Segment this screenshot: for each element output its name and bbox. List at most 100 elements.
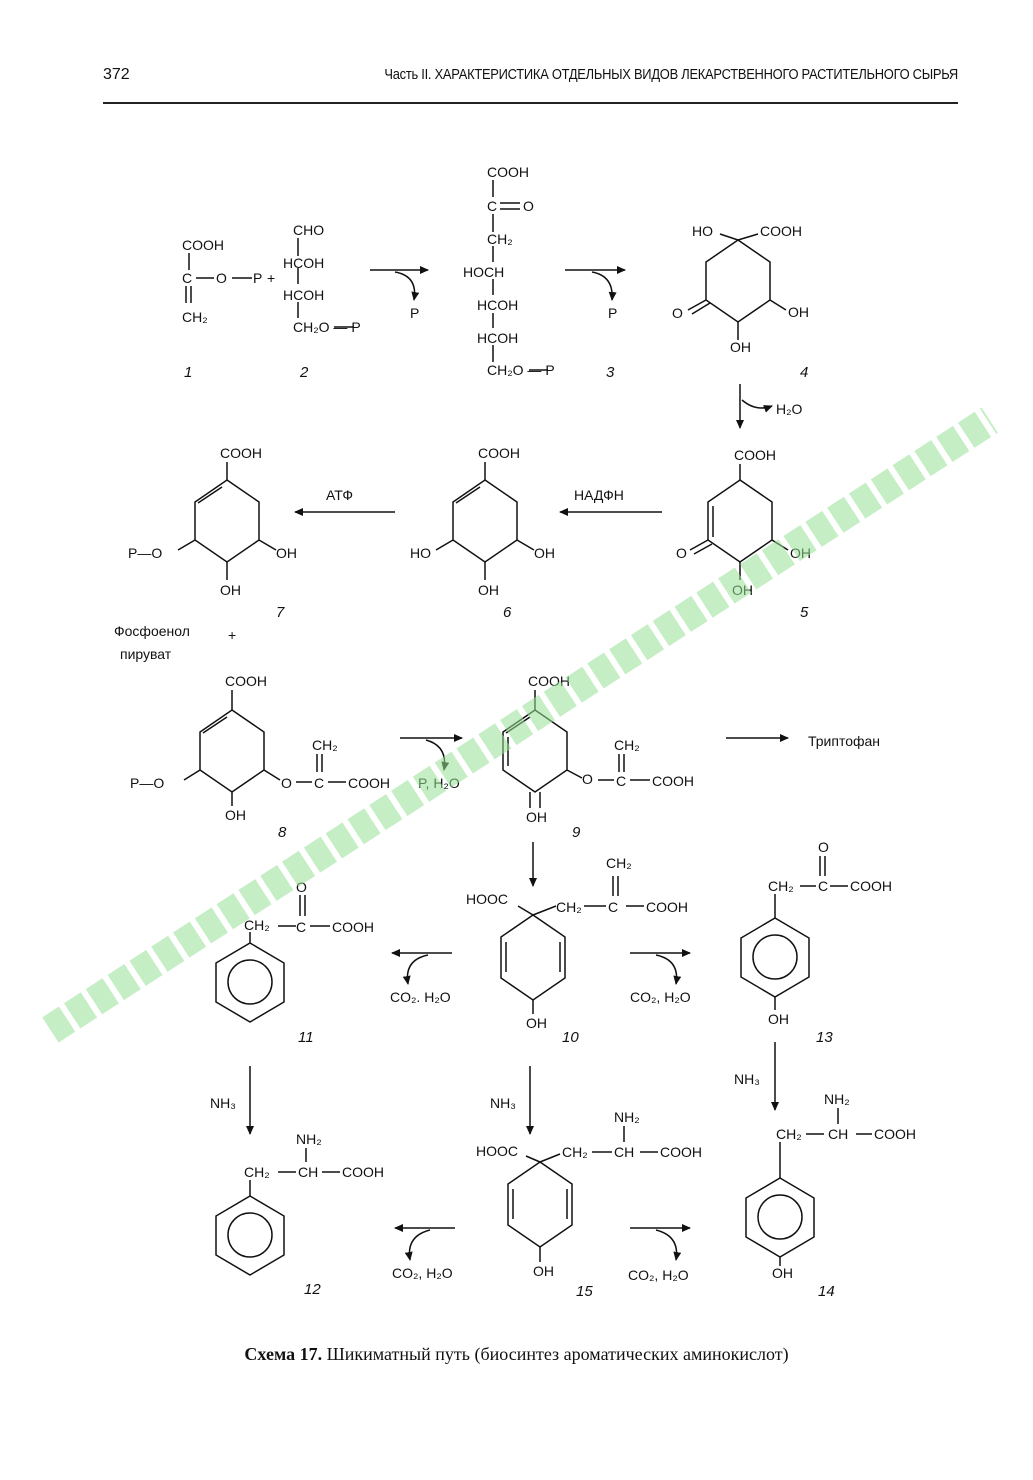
- c12-nh2: NH₂: [296, 1131, 322, 1147]
- compound-15-number: 15: [576, 1283, 593, 1300]
- reagent-nh3-3: NH₃: [734, 1071, 760, 1087]
- page-number: 372: [103, 66, 130, 83]
- reagent-pep-line2: пируват: [120, 646, 172, 662]
- c15-nh2: NH₂: [614, 1109, 640, 1125]
- c13-ch2: CH₂: [768, 878, 794, 894]
- compound-7-structure: [177, 462, 277, 580]
- reagent-nh3-2: NH₃: [490, 1095, 516, 1111]
- arrow-8-to-9-release: [425, 739, 450, 771]
- c4-oh-2: OH: [730, 339, 751, 355]
- arrow-1-to-3-release: [394, 271, 420, 301]
- c11-cooh: COOH: [332, 919, 374, 935]
- compound-1-structure: [185, 253, 252, 303]
- c10-c: C: [608, 899, 618, 915]
- caption-text: Шикиматный путь (биосинтез ароматических…: [326, 1344, 789, 1364]
- c4-cooh: COOH: [760, 223, 802, 239]
- c15-cooh: COOH: [660, 1144, 702, 1160]
- compound-9-number: 9: [572, 824, 581, 841]
- compound-4-number: 4: [800, 364, 808, 381]
- c3-o: O: [523, 198, 534, 214]
- compound-8-number: 8: [278, 824, 287, 841]
- c2-ch2op: CH₂O — P: [293, 319, 361, 335]
- c9-oh: OH: [526, 809, 547, 825]
- c1-cooh: COOH: [182, 237, 224, 253]
- compound-10-number: 10: [562, 1029, 579, 1046]
- arrow-3-to-4-release: [591, 271, 617, 301]
- compound-6-number: 6: [503, 604, 512, 621]
- compound-1-number: 1: [184, 364, 192, 381]
- arrow-15-to-12-release: [404, 1229, 431, 1261]
- c4-oh-1: OH: [788, 304, 809, 320]
- release-co2-h2o-1: CO₂. H₂O: [390, 989, 451, 1005]
- release-co2-h2o-4: CO₂, H₂O: [628, 1267, 689, 1283]
- c6-cooh: COOH: [478, 445, 520, 461]
- c7-oh-2: OH: [220, 582, 241, 598]
- c15-oh: OH: [533, 1263, 554, 1279]
- compound-6-structure: [435, 462, 535, 580]
- arrow-10-to-11-release: [402, 954, 429, 985]
- c14-cooh: COOH: [874, 1126, 916, 1142]
- c2-hcoh-1: HCOH: [283, 255, 324, 271]
- c6-ho: HO: [410, 545, 431, 561]
- c11-o: O: [296, 879, 307, 895]
- compound-14-number: 14: [818, 1283, 835, 1300]
- reagent-nh3-1: NH₃: [210, 1095, 236, 1111]
- c10-hooc: HOOC: [466, 891, 508, 907]
- release-p-h2o: P, H₂O: [418, 775, 460, 791]
- figure-caption: Схема 17. Шикиматный путь (биосинтез аро…: [0, 1344, 1033, 1365]
- c11-ch2: CH₂: [244, 917, 270, 933]
- c4-o: O: [672, 305, 683, 321]
- c13-o: O: [818, 839, 829, 855]
- c6-oh-1: OH: [534, 545, 555, 561]
- c14-nh2: NH₂: [824, 1091, 850, 1107]
- arrow-4-to-5-release: [741, 399, 773, 413]
- c1-ch2: CH₂: [182, 309, 208, 325]
- compound-12-number: 12: [304, 1281, 321, 1298]
- compound-14-structure: [745, 1108, 872, 1266]
- caption-label: Схема 17.: [244, 1344, 323, 1364]
- c15-ch: CH: [614, 1144, 634, 1160]
- compound-2-structure: [297, 238, 354, 328]
- c8-po: P—O: [130, 775, 164, 791]
- c10-ch2: CH₂: [556, 899, 582, 915]
- compound-7-number: 7: [276, 604, 285, 621]
- arrow-10-to-13-release: [655, 954, 682, 985]
- c8-cooh-2: COOH: [348, 775, 390, 791]
- c5-oh-1: OH: [790, 545, 811, 561]
- c9-cooh: COOH: [528, 673, 570, 689]
- c9-ch2: CH₂: [614, 737, 640, 753]
- c7-oh-1: OH: [276, 545, 297, 561]
- compound-2-number: 2: [299, 364, 309, 381]
- c8-c: C: [314, 775, 324, 791]
- c2-cho: CHO: [293, 222, 324, 238]
- c9-c: C: [616, 773, 626, 789]
- c1-c: C: [182, 270, 192, 286]
- compound-15-structure: [507, 1126, 658, 1262]
- reaction-scheme: COOH C O P + CH₂ 1 CHO HCOH HCOH CH₂O — …: [114, 164, 916, 1300]
- c14-ch2: CH₂: [776, 1126, 802, 1142]
- release-h2o: H₂O: [776, 401, 803, 417]
- compound-13-number: 13: [816, 1029, 833, 1046]
- c12-cooh: COOH: [342, 1164, 384, 1180]
- c10-oh: OH: [526, 1015, 547, 1031]
- c14-oh: OH: [772, 1265, 793, 1281]
- c3-hcoh-1: HCOH: [477, 297, 518, 313]
- c11-c: C: [296, 919, 306, 935]
- c6-oh-2: OH: [478, 582, 499, 598]
- c10-cooh: COOH: [646, 899, 688, 915]
- c5-cooh: COOH: [734, 447, 776, 463]
- compound-5-structure: [689, 464, 789, 580]
- compound-5-number: 5: [800, 604, 809, 621]
- reagent-pep-line1: Фосфоенол: [114, 623, 190, 639]
- c9-o: O: [582, 771, 593, 787]
- c13-c: C: [818, 878, 828, 894]
- c9-cooh-2: COOH: [652, 773, 694, 789]
- c3-hcoh-2: HCOH: [477, 330, 518, 346]
- product-tryptophan: Триптофан: [808, 733, 880, 749]
- c14-ch: CH: [828, 1126, 848, 1142]
- arrow-15-to-14-release: [655, 1229, 682, 1261]
- c13-oh: OH: [768, 1011, 789, 1027]
- c5-oh-2: OH: [732, 582, 753, 598]
- c8-cooh: COOH: [225, 673, 267, 689]
- c1-p: P: [253, 270, 262, 286]
